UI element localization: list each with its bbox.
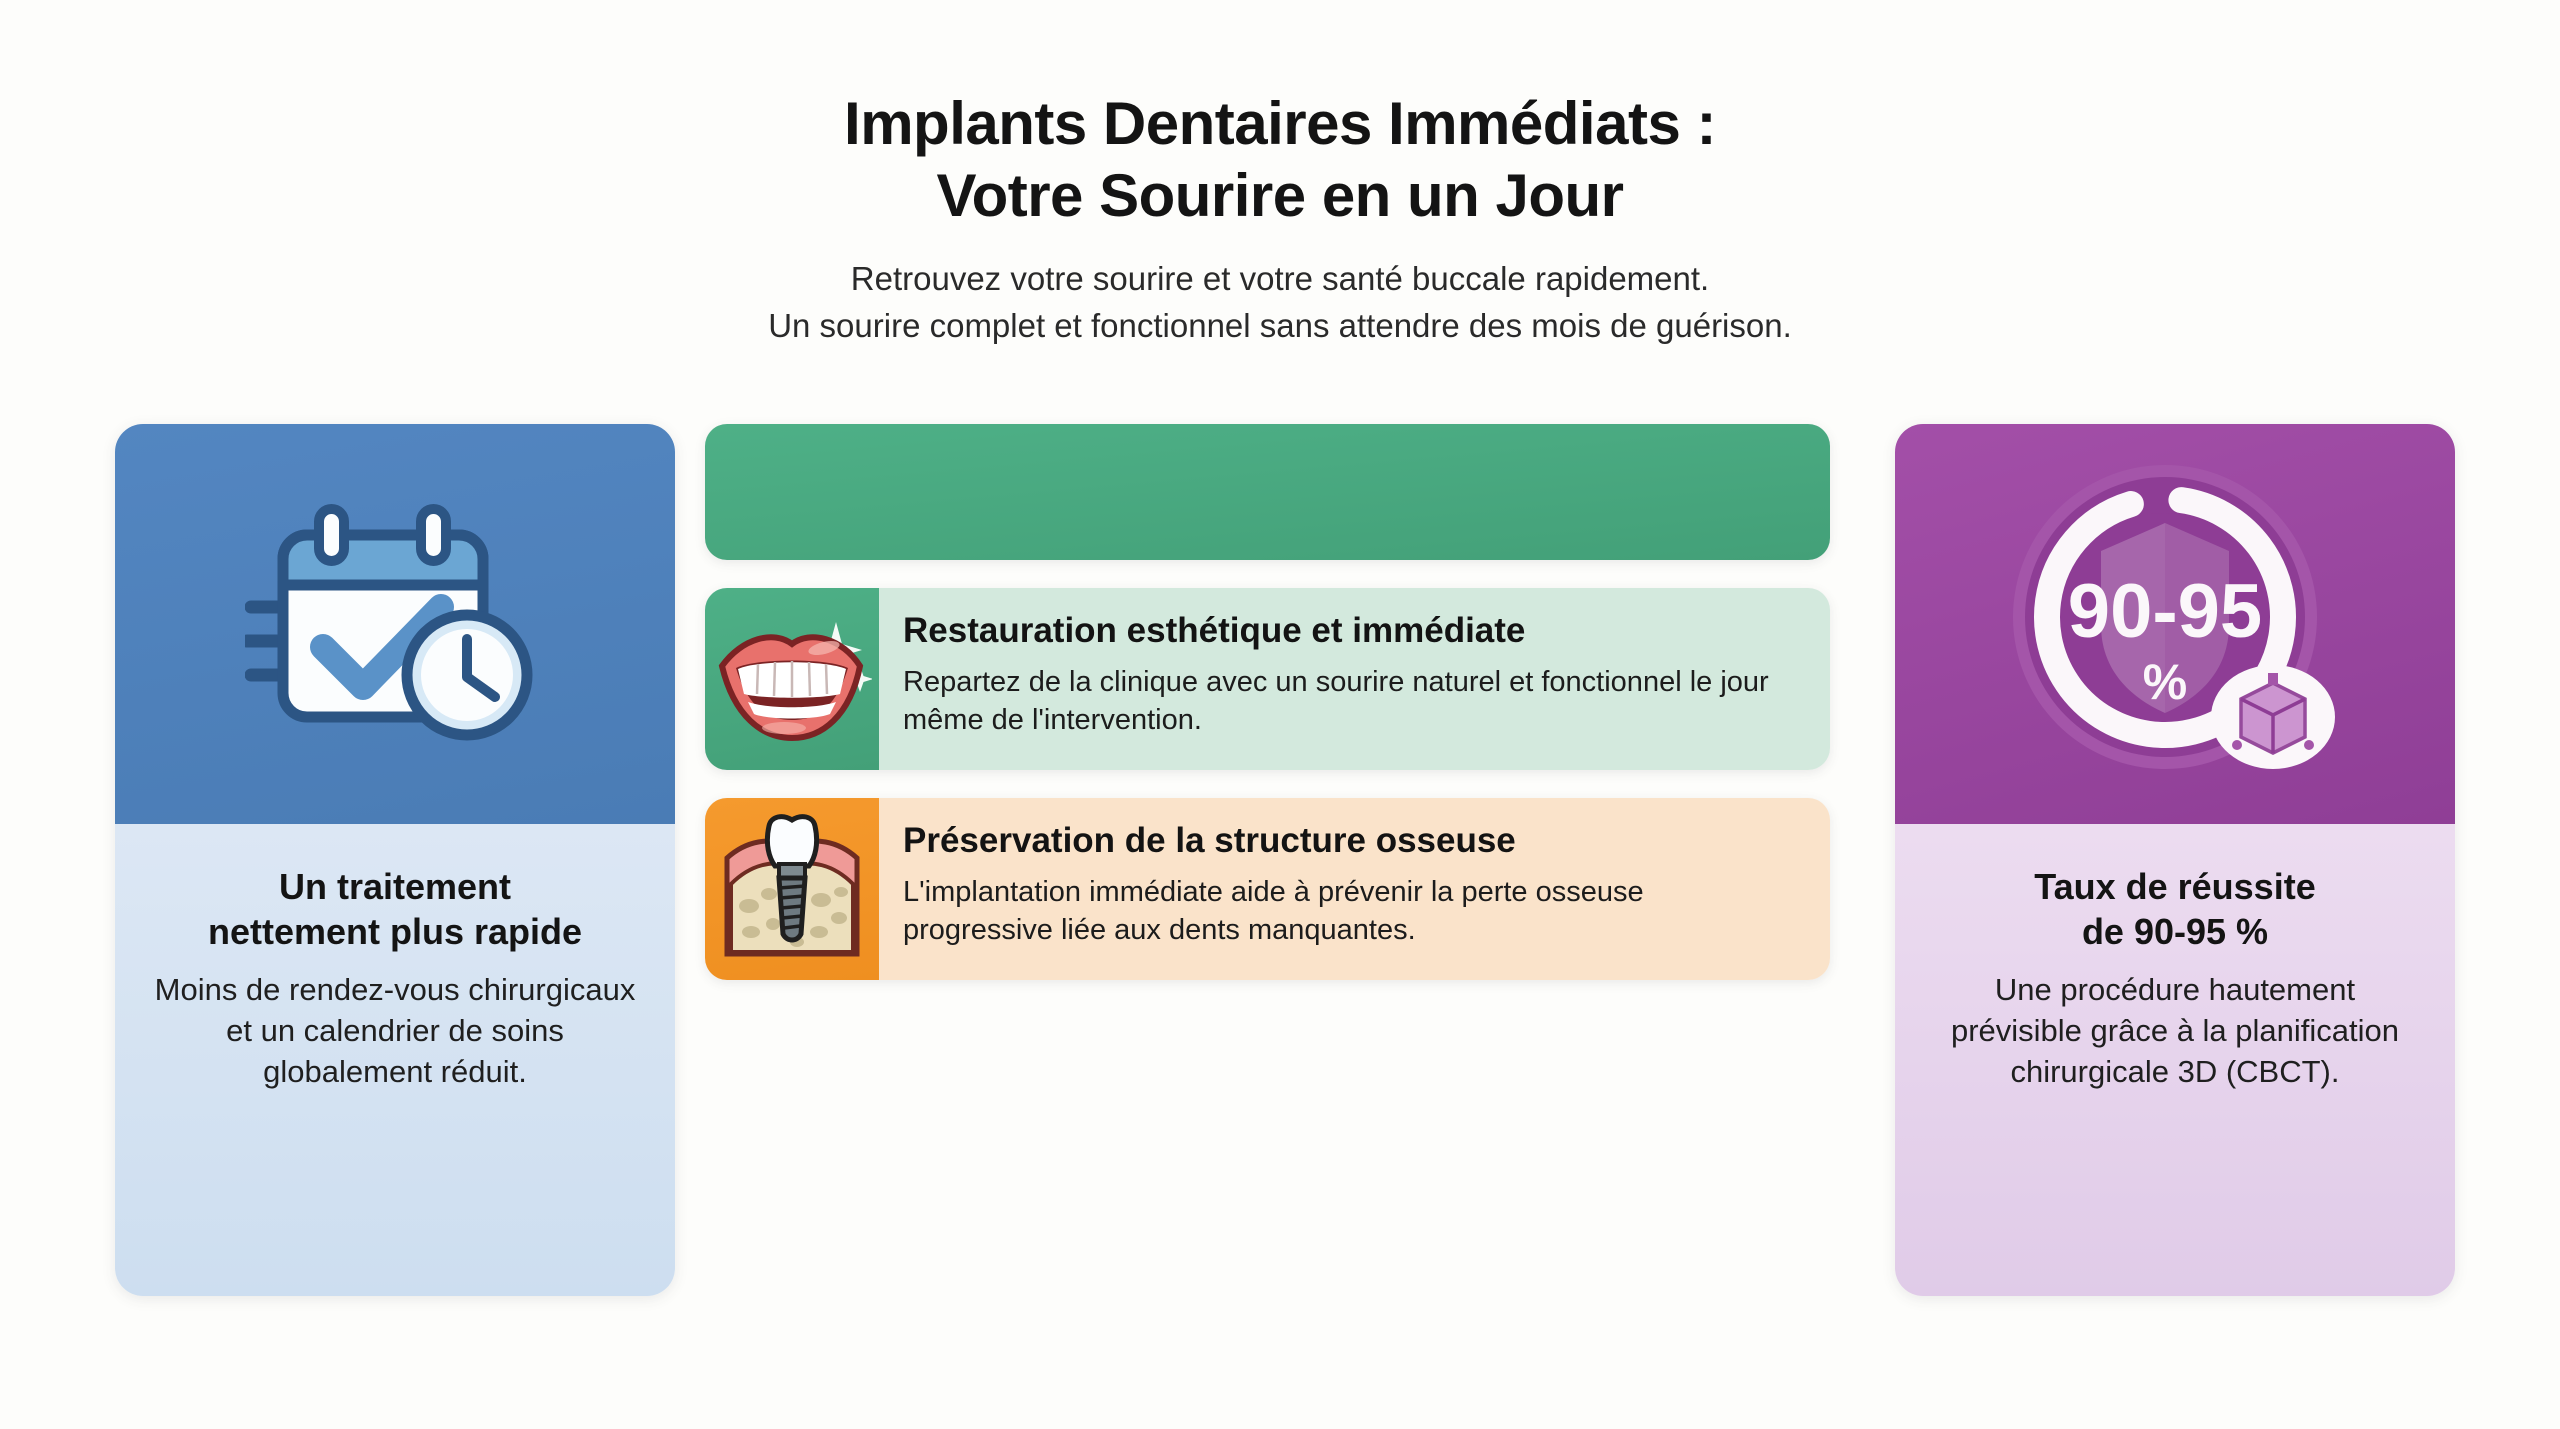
feature-text-cell-aesthetic: Restauration esthétique et immédiate Rep… (879, 588, 1830, 770)
card-success-rate-header: 90-95 % (1895, 424, 2455, 824)
middle-column: Restauration esthétique et immédiate Rep… (705, 424, 1830, 980)
dental-implant-bone-icon (721, 814, 863, 964)
card-success-rate-title: Taux de réussite de 90-95 % (1931, 864, 2419, 955)
feature-row-aesthetic-restoration: Restauration esthétique et immédiate Rep… (705, 588, 1830, 770)
success-rate-gauge-icon: 90-95 % (2005, 459, 2345, 789)
card-faster-treatment-header (115, 424, 675, 824)
calendar-check-clock-icon (245, 499, 545, 749)
page-title: Implants Dentaires Immédiats : Votre Sou… (0, 88, 2560, 232)
card-success-rate: 90-95 % (1895, 424, 2455, 1296)
cbct-3d-cube-icon (2211, 665, 2335, 769)
smiling-mouth-teeth-icon (712, 604, 872, 754)
card-faster-treatment-description: Moins de rendez-vous chirurgicaux et un … (154, 971, 636, 1090)
page-title-line-2: Votre Sourire en un Jour (936, 162, 1625, 229)
feature-description-bone: L'implantation immédiate aide à prévenir… (903, 876, 1644, 946)
feature-icon-cell-aesthetic (705, 588, 879, 770)
page-title-line-1: Implants Dentaires Immédiats : (844, 90, 1716, 157)
feature-title-bone: Préservation de la structure osseuse (903, 821, 1516, 860)
feature-icon-cell-bone (705, 798, 879, 980)
feature-row-bone-preservation: Préservation de la structure osseuse L'i… (705, 798, 1830, 980)
card-success-rate-description: Une procédure hautement prévisible grâce… (1950, 971, 2400, 1090)
card-success-rate-title-line-2: de 90-95 % (2081, 911, 2269, 953)
middle-banner (705, 424, 1830, 560)
card-faster-treatment: Un traitement nettement plus rapide Moin… (115, 424, 675, 1296)
gauge-value-text: 90-95 (2068, 569, 2262, 654)
gauge-unit-text: % (2143, 654, 2187, 710)
header: Implants Dentaires Immédiats : Votre Sou… (0, 88, 2560, 350)
card-faster-treatment-body: Un traitement nettement plus rapide Moin… (115, 824, 675, 1296)
card-faster-treatment-title-line-2: nettement plus rapide (207, 911, 583, 953)
feature-title-aesthetic: Restauration esthétique et immédiate (903, 611, 1526, 650)
card-faster-treatment-title: Un traitement nettement plus rapide (151, 864, 639, 955)
page-subtitle-line-2: Un sourire complet et fonctionnel sans a… (768, 306, 1792, 344)
card-faster-treatment-title-line-1: Un traitement (278, 866, 512, 907)
feature-text-cell-bone: Préservation de la structure osseuse L'i… (879, 798, 1830, 980)
page-subtitle: Retrouvez votre sourire et votre santé b… (0, 256, 2560, 350)
page-subtitle-line-1: Retrouvez votre sourire et votre santé b… (850, 260, 1710, 297)
card-success-rate-title-line-1: Taux de réussite (2034, 866, 2316, 907)
card-success-rate-body: Taux de réussite de 90-95 % Une procédur… (1895, 824, 2455, 1296)
feature-description-aesthetic: Repartez de la clinique avec un sourire … (903, 666, 1769, 736)
